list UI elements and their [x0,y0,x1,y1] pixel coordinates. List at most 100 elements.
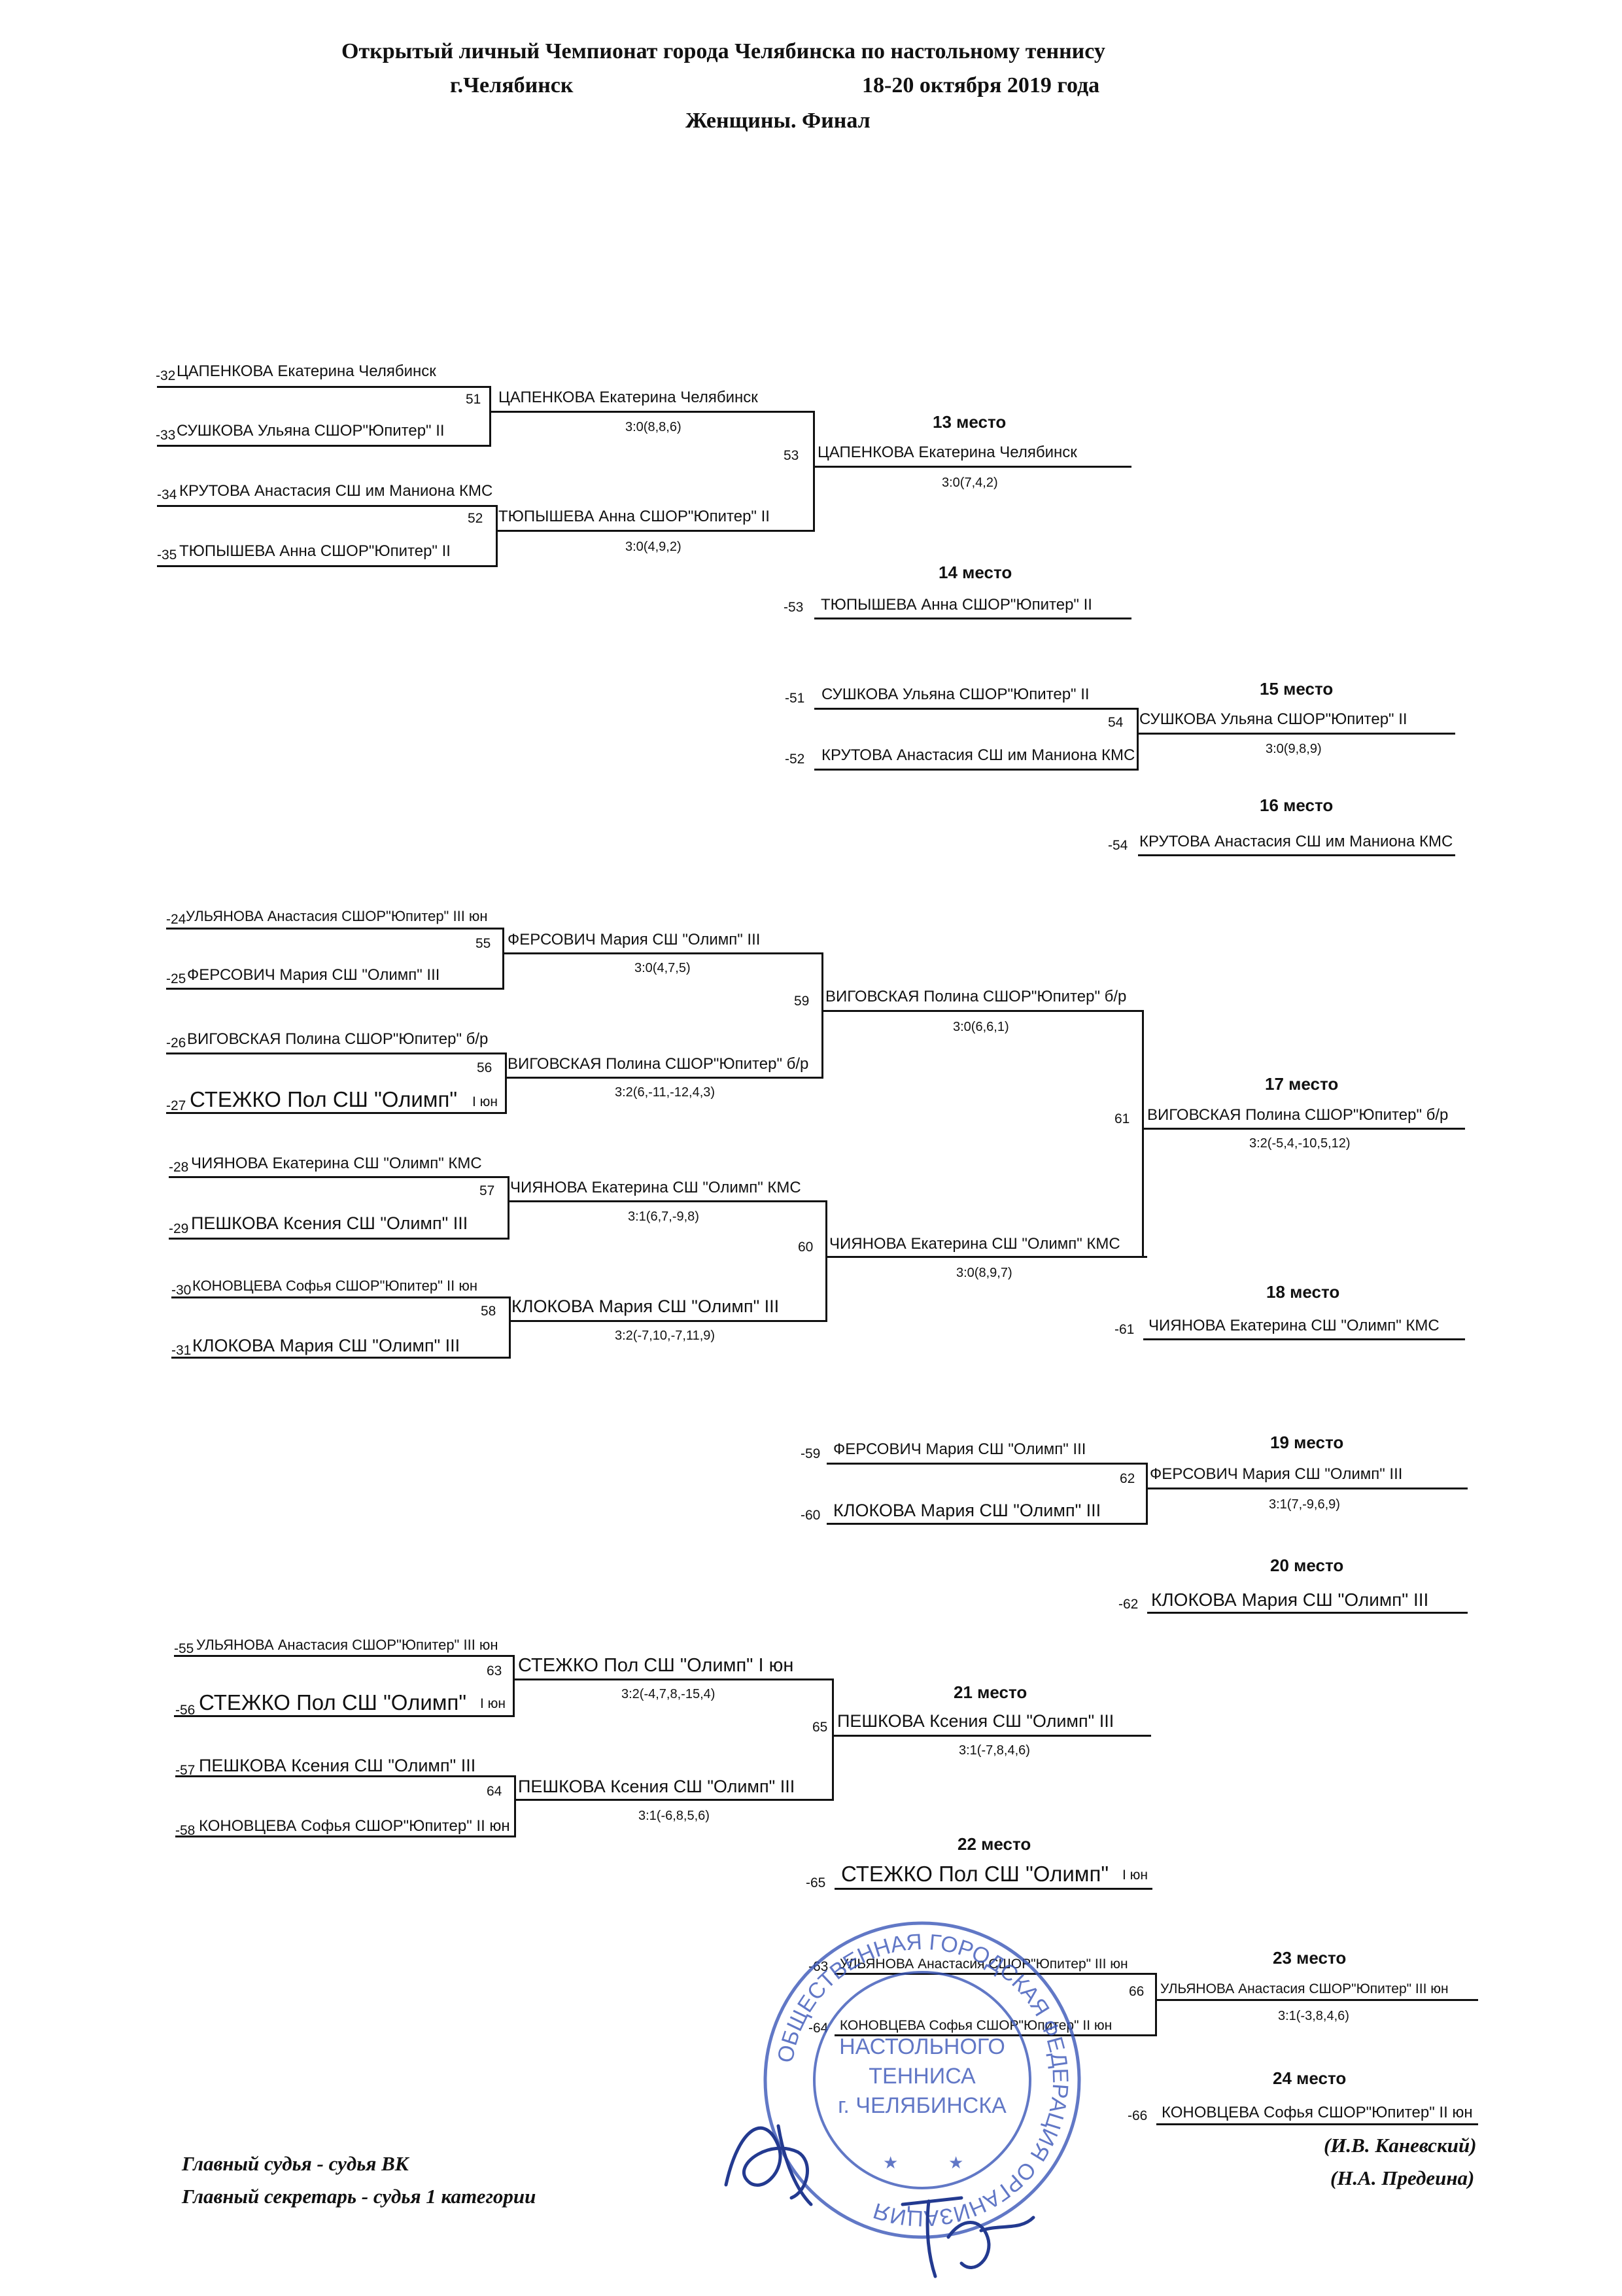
place-label: 13 место [933,412,1007,432]
title-line-3: Женщины. Финал [685,109,871,133]
match-winner: ВИГОВСКАЯ Полина СШОР"Юпитер" б/р [508,1055,809,1073]
seed-number: -53 [784,600,804,615]
match-winner: ЧИЯНОВА Екатерина СШ "Олимп" КМС [510,1179,801,1196]
match-number: 66 [1129,1984,1145,1999]
entrant-name: КОНОВЦЕВА Софья СШОР"Юпитер" II юн [840,2018,1113,2033]
match-number: 58 [481,1304,496,1319]
stamp-line-1: НАСТОЛЬНОГО [839,2034,1005,2059]
entrant-name: ТЮПЫШЕВА Анна СШОР"Юпитер" II [179,542,451,560]
title-line-1: Открытый личный Чемпионат города Челябин… [341,39,1105,63]
seed-number: -64 [808,2021,829,2036]
seed-number: -54 [1108,838,1128,853]
match-number: 54 [1108,715,1124,730]
match-winner: ВИГОВСКАЯ Полина СШОР"Юпитер" б/р [1147,1106,1449,1124]
stamp-line-2: ТЕННИСА [869,2064,976,2089]
seed-number: -30 [171,1283,192,1298]
entrant-name: ЦАПЕНКОВА Екатерина Челябинск [177,362,436,380]
entrant-name: УЛЬЯНОВА Анастасия СШОР"Юпитер" III юн [840,1957,1128,1972]
seed-number: -24 [166,912,186,927]
seed-number: -61 [1114,1322,1135,1337]
entrant-name: КРУТОВА Анастасия СШ им Маниона КМС [179,482,493,500]
seed-number: -32 [156,368,176,383]
match-score: 3:2(-5,4,-10,5,12) [1249,1136,1351,1151]
seed-number: -29 [169,1221,189,1236]
dates: 18-20 октября 2019 года [862,73,1100,97]
match-score: 3:1(-7,8,4,6) [959,1743,1030,1758]
match-number: 61 [1114,1111,1130,1126]
svg-text:★: ★ [883,2153,898,2172]
seed-number: -58 [175,1823,196,1838]
seed-number: -28 [169,1160,189,1175]
match-winner: ЦАПЕНКОВА Екатерина Челябинск [498,389,758,406]
entrant-name: УЛЬЯНОВА Анастасия СШОР"Юпитер" III юн [196,1637,498,1653]
svg-text:★: ★ [948,2153,963,2172]
place-label: 23 место [1273,1948,1347,1968]
entrant-name: ЧИЯНОВА Екатерина СШ "Олимп" КМС [191,1155,482,1172]
match-winner: ЦАПЕНКОВА Екатерина Челябинск [818,444,1077,461]
match-number: 53 [784,448,799,463]
match-number: 64 [487,1784,502,1799]
place-label: 15 место [1260,679,1334,699]
match-number: 62 [1120,1471,1135,1486]
place-label: 22 место [958,1834,1031,1854]
seed-number: -56 [175,1703,196,1718]
seed-number: -51 [785,691,805,706]
stamp-line-3: г. ЧЕЛЯБИНСКА [838,2093,1007,2118]
match-score: 3:1(6,7,-9,8) [628,1209,699,1224]
place-label: 19 место [1270,1433,1344,1452]
match-score: 3:1(7,-9,6,9) [1269,1497,1340,1512]
secretary-signature [901,2196,1035,2278]
match-score: 3:0(7,4,2) [942,476,998,490]
match-winner: ФЕРСОВИЧ Мария СШ "Олимп" III [1150,1465,1403,1483]
match-winner: ВИГОВСКАЯ Полина СШОР"Юпитер" б/р [825,988,1127,1005]
seed-number: -59 [801,1446,821,1461]
match-winner: СУШКОВА Ульяна СШОР"Юпитер" II [1139,710,1407,728]
match-score: 3:0(6,6,1) [953,1020,1009,1034]
organization-stamp: ОБЩЕСТВЕННАЯ ГОРОДСКАЯ ФЕДЕРАЦИЯ ОРГАНИЗ… [763,1921,1081,2239]
placed-player: КОНОВЦЕВА Софья СШОР"Юпитер" II юн [1162,2104,1473,2121]
match-winner: ПЕШКОВА Ксения СШ "Олимп" III [837,1711,1114,1731]
seed-number: -52 [785,752,805,767]
match-winner: ПЕШКОВА Ксения СШ "Олимп" III [518,1777,795,1796]
place-label: 18 место [1266,1282,1340,1302]
entrant-name: ВИГОВСКАЯ Полина СШОР"Юпитер" б/р [187,1030,489,1048]
match-winner: ЧИЯНОВА Екатерина СШ "Олимп" КМС [829,1235,1120,1253]
chief-secretary-title: Главный секретарь - судья 1 категории [182,2185,536,2208]
entrant-name: КОНОВЦЕВА Софья СШОР"Юпитер" II юн [199,1817,510,1835]
match-score: 3:0(8,8,6) [625,420,682,434]
match-score: 3:1(-6,8,5,6) [638,1809,710,1823]
match-score: 3:2(-4,7,8,-15,4) [621,1687,716,1701]
place-label: 17 место [1265,1074,1339,1094]
match-number: 65 [812,1720,828,1735]
match-number: 55 [475,936,491,951]
seed-number: -33 [156,428,176,443]
match-score: 3:0(8,9,7) [956,1266,1012,1280]
match-winner: СТЕЖКО Пол СШ "Олимп" I юн [518,1655,794,1676]
entrant-name: КРУТОВА Анастасия СШ им Маниона КМС [821,746,1135,764]
match-score: 3:0(9,8,9) [1266,742,1322,756]
entrant-rank: I юн [472,1094,498,1109]
seed-number: -26 [166,1035,186,1051]
match-winner: УЛЬЯНОВА Анастасия СШОР"Юпитер" III юн [1160,1981,1449,1996]
entrant-name: ФЕРСОВИЧ Мария СШ "Олимп" III [833,1440,1086,1458]
entrant-name: КОНОВЦЕВА Софья СШОР"Юпитер" II юн [192,1278,478,1294]
entrant-name: ПЕШКОВА Ксения СШ "Олимп" III [199,1756,476,1775]
placed-player-rank: I юн [1122,1868,1148,1883]
match-score: 3:2(-7,10,-7,11,9) [615,1329,716,1343]
judge-signature [724,2124,813,2206]
match-score: 3:2(6,-11,-12,4,3) [615,1085,716,1100]
place-label: 16 место [1260,795,1334,815]
placed-player: КЛОКОВА Мария СШ "Олимп" III [1151,1590,1429,1610]
seed-number: -35 [157,548,177,563]
place-label: 14 место [939,563,1012,582]
match-score: 3:0(4,7,5) [634,961,691,975]
match-number: 63 [487,1663,502,1679]
seed-number: -57 [175,1763,196,1778]
match-winner: КЛОКОВА Мария СШ "Олимп" III [511,1296,780,1316]
placed-player: ТЮПЫШЕВА Анна СШОР"Юпитер" II [821,596,1092,614]
placed-player: КРУТОВА Анастасия СШ им Маниона КМС [1139,833,1453,850]
entrant-name: КЛОКОВА Мария СШ "Олимп" III [833,1501,1101,1520]
entrant-name: СТЕЖКО Пол СШ "Олимп" [190,1087,458,1111]
placed-player: СТЕЖКО Пол СШ "Олимп" [841,1862,1109,1886]
seed-number: -27 [166,1098,186,1113]
